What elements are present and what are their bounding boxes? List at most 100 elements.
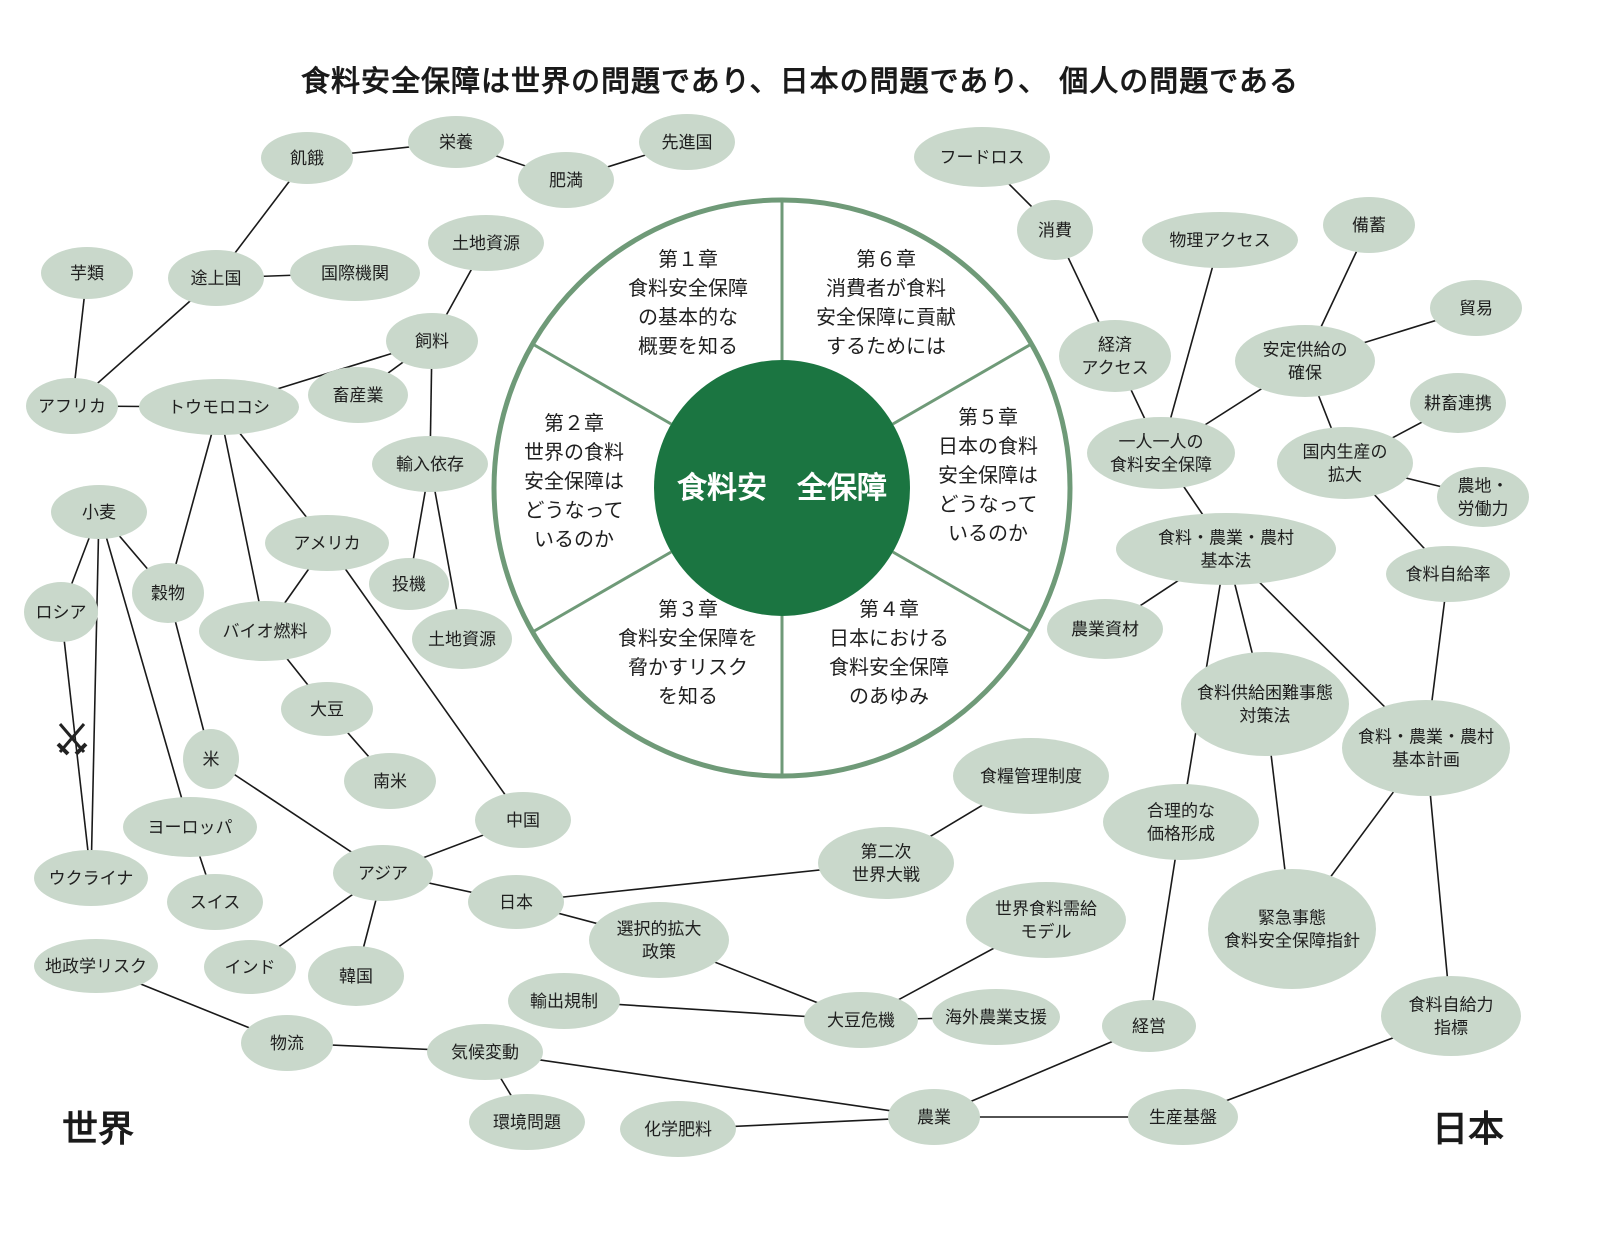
node-label: 農地・ xyxy=(1458,477,1509,497)
node-kokumotsu: 穀物 xyxy=(132,563,204,623)
node-kikohendo: 気候変動 xyxy=(427,1024,543,1080)
node-label: 穀物 xyxy=(151,584,185,604)
node-eiyo: 栄養 xyxy=(408,116,504,168)
node-bubble xyxy=(804,992,918,1048)
node-label: 先進国 xyxy=(662,133,713,153)
node-label: 備蓄 xyxy=(1352,216,1386,236)
node-yunyuizon: 輸入依存 xyxy=(372,436,488,492)
node-kome: 米 xyxy=(183,729,239,789)
node-bubble xyxy=(1437,467,1529,527)
node-bubble xyxy=(428,215,544,271)
node-bubble xyxy=(386,313,478,369)
node-bubble xyxy=(620,1101,736,1157)
node-bubble xyxy=(34,850,148,906)
chapter-line: 食料安全保障を xyxy=(618,626,758,650)
node-label: 生産基盤 xyxy=(1149,1108,1217,1128)
chapter-line: 日本の食料 xyxy=(938,434,1038,458)
node-bubble xyxy=(51,485,147,539)
node-kaigainogyo: 海外農業支援 xyxy=(932,989,1060,1045)
node-india: インド xyxy=(204,940,296,994)
node-bubble xyxy=(139,379,299,435)
node-europe: ヨーロッパ xyxy=(123,797,257,857)
chapter-line: 安全保障に貢献 xyxy=(816,305,956,329)
node-shiryo: 飼料 xyxy=(386,313,478,369)
node-label: 地政学リスク xyxy=(45,957,147,977)
node-tochishigen1: 土地資源 xyxy=(428,215,544,271)
node-daizukiki: 大豆危機 xyxy=(804,992,918,1048)
ring-divider xyxy=(531,550,672,634)
node-label: 指標 xyxy=(1434,1019,1468,1039)
node-label: 一人一人の xyxy=(1119,433,1204,453)
node-bubble xyxy=(1102,1000,1196,1052)
node-bubble xyxy=(888,1089,980,1145)
node-himan: 肥満 xyxy=(518,152,614,208)
node-bubble xyxy=(475,792,571,848)
node-label: 途上国 xyxy=(191,269,242,289)
node-shokuryokanri: 食糧管理制度 xyxy=(953,738,1109,814)
node-bubble xyxy=(132,563,204,623)
node-bubble xyxy=(914,127,1050,187)
node-bubble xyxy=(183,729,239,789)
node-label: 大豆 xyxy=(310,700,344,720)
node-bubble xyxy=(369,558,449,610)
node-label: 農業資材 xyxy=(1071,620,1139,640)
center-label: 食料安 全保障 xyxy=(677,471,887,506)
chapter-line: 食料安全保障 xyxy=(628,276,748,300)
node-bubble xyxy=(408,116,504,168)
node-bubble xyxy=(1323,197,1415,253)
node-label: 耕畜連携 xyxy=(1424,394,1492,414)
node-bubble xyxy=(966,882,1126,958)
node-seisankiban: 生産基盤 xyxy=(1128,1089,1238,1145)
chapter-line: 安全保障は xyxy=(524,469,624,493)
node-label: 食料安全保障 xyxy=(1110,456,1212,476)
node-nanbei: 南米 xyxy=(344,753,436,809)
node-chikusangyo: 畜産業 xyxy=(308,367,408,423)
node-bubble xyxy=(333,845,433,901)
node-label: 日本 xyxy=(499,893,533,913)
node-toki: 投機 xyxy=(369,558,449,610)
node-nochi: 農地・労働力 xyxy=(1437,467,1529,527)
node-bubble xyxy=(167,874,263,930)
chapter-line: 日本における xyxy=(829,626,949,650)
node-label: 米 xyxy=(203,750,220,770)
node-bubble xyxy=(1381,976,1521,1056)
node-bubble xyxy=(26,378,118,434)
edge-komugi-europe xyxy=(98,511,191,828)
node-label: フードロス xyxy=(940,148,1025,168)
node-baionenryo: バイオ燃料 xyxy=(199,601,331,661)
node-label: 世界大戦 xyxy=(852,866,920,886)
node-bubble xyxy=(241,1015,333,1071)
node-swiss: スイス xyxy=(167,874,263,930)
node-bubble xyxy=(508,973,620,1029)
node-bubble xyxy=(1208,869,1376,989)
node-imorui: 芋類 xyxy=(41,247,133,299)
node-bubble xyxy=(1342,700,1510,796)
node-asia: アジア xyxy=(333,845,433,901)
node-label: 食料自給率 xyxy=(1406,565,1491,585)
node-butsuryu: 物流 xyxy=(241,1015,333,1071)
node-nogyoshizai: 農業資材 xyxy=(1047,599,1163,659)
node-bubble xyxy=(1235,325,1375,397)
chapter-line: 世界の食料 xyxy=(524,440,624,464)
chapter-line: 消費者が食料 xyxy=(826,276,946,300)
node-bubble xyxy=(308,946,404,1006)
chapter-line: 第６章 xyxy=(856,247,916,271)
node-bubble xyxy=(932,989,1060,1045)
node-bubble xyxy=(199,601,331,661)
node-bubble xyxy=(518,152,614,208)
node-label: 飼料 xyxy=(415,332,449,352)
node-bubble xyxy=(1142,212,1298,268)
node-bubble xyxy=(41,247,133,299)
chapter-line: 第３章 xyxy=(658,597,718,621)
node-bubble xyxy=(818,827,954,899)
edge-america-chugoku xyxy=(326,542,524,821)
